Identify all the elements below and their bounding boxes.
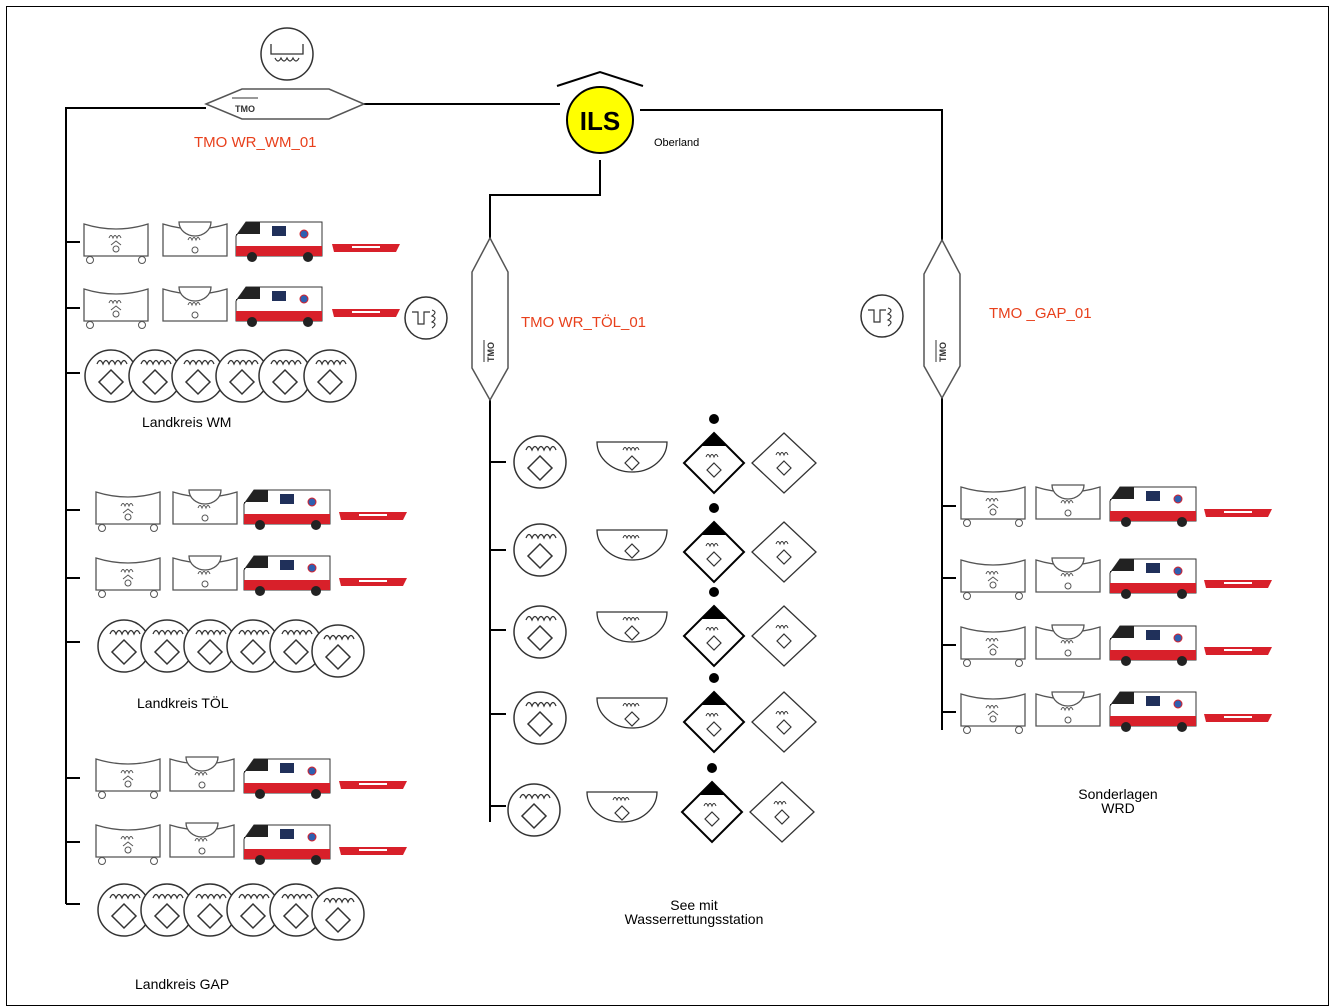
boat-trailer-icon <box>169 822 235 858</box>
group-label-see: See mit Wasserrettungsstation <box>625 898 764 926</box>
rescue-van-icon <box>235 221 323 263</box>
ils-region-label: Oberland <box>654 137 700 149</box>
boat-trailer-icon <box>172 489 238 525</box>
diver-unit-icon <box>681 762 743 843</box>
half-boat-icon <box>596 611 668 643</box>
boat-trailer-icon <box>1035 624 1101 660</box>
boat-trailer-icon <box>172 555 238 591</box>
water-rescue-trailer-icon <box>960 693 1026 735</box>
rescue-boat-icon <box>339 847 407 855</box>
rescue-van-icon <box>243 824 331 866</box>
tmo-badge: TMO <box>235 104 255 114</box>
tmo-badge: TMO <box>486 342 496 362</box>
group-see-wasserrettungsstation <box>507 413 817 843</box>
water-rescue-trailer-icon <box>95 491 161 533</box>
boat-trailer-icon <box>1035 484 1101 520</box>
rescue-post-icon <box>751 605 817 667</box>
water-rescue-team-icon <box>513 523 567 577</box>
rescue-boat-icon <box>1204 647 1272 655</box>
group-label-sonder: Sonderlagen WRD <box>1078 787 1157 815</box>
water-rescue-team-icon <box>513 691 567 745</box>
tmo-command-hexagon-icon[interactable]: TMO <box>860 238 961 400</box>
group-label-toel: Landkreis TÖL <box>137 695 229 711</box>
connector-lines <box>65 103 956 905</box>
diver-unit-icon <box>683 672 745 753</box>
tmo-command-hexagon-icon[interactable]: TMO <box>404 236 509 402</box>
rescue-boat-icon <box>1204 714 1272 722</box>
half-boat-icon <box>596 697 668 729</box>
half-boat-icon <box>586 791 658 823</box>
boat-trailer-icon <box>162 221 228 257</box>
water-rescue-trailer-icon <box>95 824 161 866</box>
rescue-boat-icon <box>332 309 400 317</box>
boat-trailer-icon <box>169 756 235 792</box>
rescue-boat-icon <box>339 781 407 789</box>
group-label-wm: Landkreis WM <box>142 414 232 430</box>
water-rescue-trailer-icon <box>83 288 149 330</box>
boat-trailer-icon <box>1035 557 1101 593</box>
rescue-van-icon <box>1109 691 1197 733</box>
rescue-van-icon <box>1109 486 1197 528</box>
water-rescue-team-icon <box>311 887 365 941</box>
tmo-badge: TMO <box>938 342 948 362</box>
water-rescue-trailer-icon <box>95 557 161 599</box>
ils-control-center-icon[interactable]: ILS <box>556 70 644 154</box>
rescue-van-icon <box>243 758 331 800</box>
group-landkreis-wm <box>83 221 400 403</box>
ils-label: ILS <box>580 106 620 136</box>
rescue-post-icon <box>749 781 815 843</box>
diver-unit-icon <box>683 502 745 583</box>
water-rescue-team-icon <box>513 435 567 489</box>
water-rescue-trailer-icon <box>960 559 1026 601</box>
rescue-post-icon <box>751 521 817 583</box>
tmo-command-hexagon-icon[interactable]: TMO <box>204 27 366 120</box>
group-landkreis-gap <box>95 756 407 941</box>
half-boat-icon <box>596 529 668 561</box>
rescue-post-icon <box>751 432 817 494</box>
boat-trailer-icon <box>162 286 228 322</box>
water-rescue-team-icon <box>258 349 312 403</box>
water-rescue-trailer-icon <box>83 223 149 265</box>
group-sonderlagen-wrd <box>960 484 1272 735</box>
rescue-boat-icon <box>1204 509 1272 517</box>
diagram-frame <box>6 6 1329 1006</box>
diver-unit-icon <box>683 586 745 667</box>
group-label-see-line2: Wasserrettungsstation <box>624 911 764 927</box>
rescue-boat-icon <box>332 244 400 252</box>
rescue-van-icon <box>1109 625 1197 667</box>
water-rescue-team-icon <box>507 783 561 837</box>
group-label-sonder-line1: Sonderlagen <box>1078 786 1158 802</box>
water-rescue-team-icon <box>303 349 357 403</box>
diver-unit-icon <box>683 413 745 494</box>
group-label-see-line1: See mit <box>670 897 718 913</box>
group-label-sonder-line2: WRD <box>1101 800 1135 816</box>
water-rescue-team-icon <box>513 605 567 659</box>
water-rescue-trailer-icon <box>960 486 1026 528</box>
rescue-van-icon <box>235 286 323 328</box>
half-boat-icon <box>596 441 668 473</box>
rescue-boat-icon <box>1204 580 1272 588</box>
rescue-boat-icon <box>339 512 407 520</box>
rescue-boat-icon <box>339 578 407 586</box>
tmo-toel-label: TMO WR_TÖL_01 <box>521 314 647 331</box>
water-rescue-team-icon <box>311 624 365 678</box>
rescue-van-icon <box>243 555 331 597</box>
rescue-post-icon <box>751 691 817 753</box>
tmo-gap-label: TMO _GAP_01 <box>989 305 1092 322</box>
water-rescue-trailer-icon <box>95 758 161 800</box>
group-landkreis-toel <box>95 489 407 678</box>
rescue-van-icon <box>243 489 331 531</box>
water-rescue-trailer-icon <box>960 626 1026 668</box>
tmo-wm-label: TMO WR_WM_01 <box>194 134 317 151</box>
rescue-van-icon <box>1109 558 1197 600</box>
boat-trailer-icon <box>1035 691 1101 727</box>
group-label-gap: Landkreis GAP <box>135 976 230 992</box>
